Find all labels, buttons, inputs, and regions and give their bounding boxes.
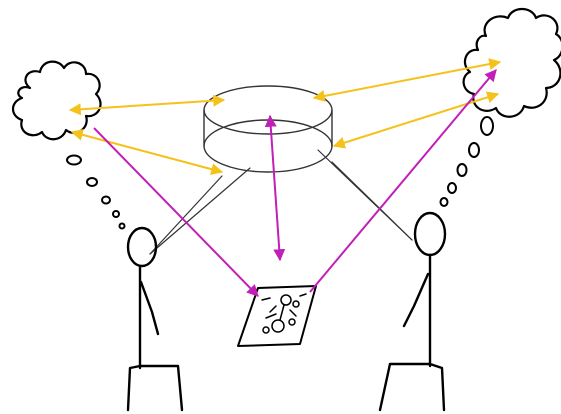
left-thought-cloud [11, 60, 102, 141]
magenta-arrow-doc-to-right-cloud [309, 69, 497, 293]
speech-cones [149, 149, 413, 255]
yellow-arrow-left-lower [70, 128, 224, 176]
shared-ring [203, 85, 333, 173]
yellow-arrow-right-lower [332, 91, 500, 149]
magenta-arrow-ring-to-doc [264, 114, 286, 262]
right-thought-bubbles [439, 116, 494, 207]
shared-document [237, 285, 317, 347]
yellow-arrows [68, 58, 502, 176]
left-person [126, 226, 184, 412]
right-person [378, 211, 447, 412]
magenta-arrows [93, 69, 497, 297]
left-thought-bubbles [66, 154, 126, 230]
yellow-arrow-left-upper [68, 94, 226, 116]
magenta-arrow-left-cloud-to-doc [93, 127, 259, 297]
